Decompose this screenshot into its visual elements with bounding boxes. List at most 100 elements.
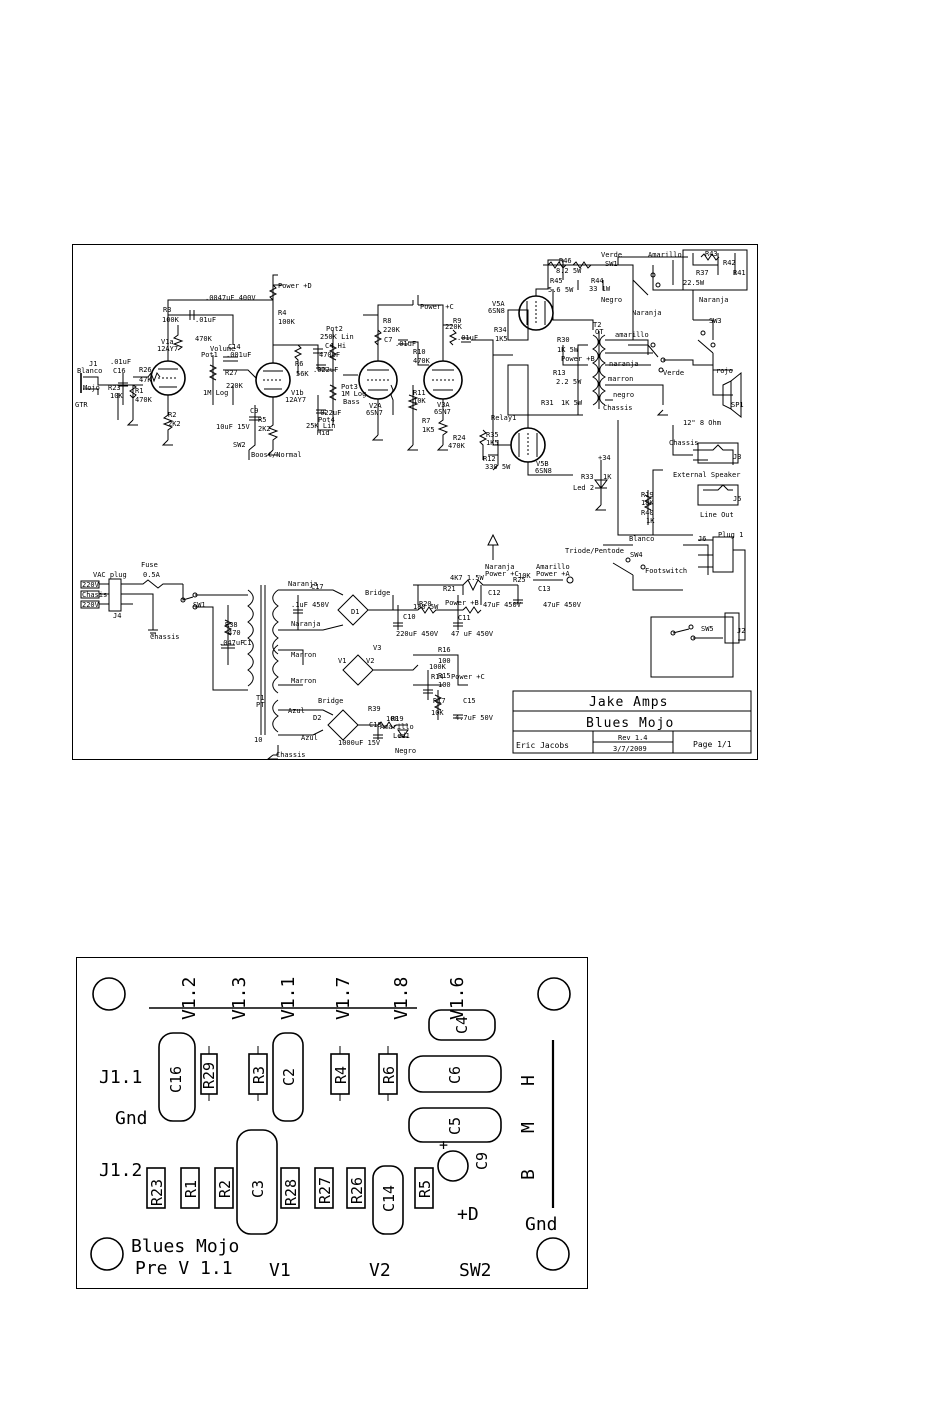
pcb-label-blues-mojo: Blues Mojo — [131, 1236, 239, 1257]
label-triode: Triode/Pentode — [565, 547, 624, 555]
label-amarillo3: Amarillo — [380, 723, 414, 731]
label-r38v: 470 — [228, 629, 241, 637]
pcb-c2-outline — [272, 1032, 304, 1122]
pcb-label-v1-7: V1.7 — [333, 977, 354, 1020]
label-pot1: Pot1 — [201, 351, 218, 359]
pcb-r28: R28 — [282, 1179, 300, 1206]
mounting-hole-bl — [90, 1237, 124, 1271]
pcb-drawing: V1.2 V1.3 V1.1 V1.7 V1.8 V1.6 C16 R29 R3… — [90, 977, 571, 1281]
pcb-c9-outline — [437, 1150, 469, 1182]
label-naranja-pc: Naranja — [485, 563, 515, 571]
label-r31: R31 — [541, 399, 554, 407]
label-r220: 220V — [82, 581, 100, 589]
v1b-label: V1b — [291, 389, 304, 397]
relay-label: Relay1 — [491, 414, 516, 422]
label-mid: Mid — [317, 429, 330, 437]
pcb-r27-outline — [314, 1167, 334, 1209]
speaker-label: SP1 — [731, 401, 744, 409]
label-marron2: marron — [608, 375, 633, 383]
pcb-label-pre-version: Pre V 1.1 — [135, 1258, 233, 1279]
title-name: Blues Mojo — [586, 716, 674, 731]
title-page: Page 1/1 — [693, 740, 732, 749]
label-r14v: 100K — [429, 663, 447, 671]
pcb-c14: C14 — [380, 1185, 398, 1212]
label-c2: .01uF — [195, 316, 216, 324]
v5a-type: 6SN8 — [488, 307, 505, 315]
label-r28v: 470K — [195, 335, 213, 343]
pcb-r1: R1 — [182, 1180, 200, 1198]
pcb-r29: R29 — [200, 1062, 218, 1089]
label-r11: R11 — [413, 389, 426, 397]
label-r20v: 180 5W — [413, 603, 439, 611]
pcb-label-v2: V2 — [369, 1260, 391, 1281]
label-pot4: Pot4 — [318, 416, 335, 424]
label-c-top: .0047uF 400V — [205, 294, 256, 302]
label-r19: R19 — [641, 491, 654, 499]
label-c9: C9 — [250, 407, 258, 415]
label-r2v: 2K2 — [168, 420, 181, 428]
label-c10v: 220uF 450V — [396, 630, 439, 638]
label-r35v: 1K5 — [486, 439, 499, 447]
label-j5: J5 — [733, 495, 741, 503]
label-sw1: SW1 — [193, 601, 206, 609]
label-j4: J4 — [113, 612, 121, 620]
label-r21: R21 — [443, 585, 456, 593]
label-naranja-sw: Naranja — [632, 309, 662, 317]
label-r9v: 220K — [445, 323, 463, 331]
label-r13: R13 — [553, 369, 566, 377]
label-c6: .022uF — [316, 409, 341, 417]
label-power-a: Power +A — [536, 570, 571, 578]
label-c7v: .01uF — [395, 340, 416, 348]
label-r4v: 100K — [278, 318, 296, 326]
pcb-r27: R27 — [316, 1177, 334, 1204]
label-r17v: 10K — [431, 709, 444, 717]
label-r23: R23 — [108, 384, 121, 392]
label-r23v: 10K — [110, 392, 123, 400]
label-r33: R33 — [581, 473, 594, 481]
label-pot2v: 250K Lin — [320, 333, 354, 341]
label-r45v: 5.6 5W — [548, 286, 574, 294]
label-j6: J6 — [698, 535, 706, 543]
label-r40v: 1K — [646, 517, 655, 525]
pcb-r26-outline — [346, 1167, 366, 1209]
label-c15v: 4.7uF 50V — [455, 714, 494, 722]
label-j3: J3 — [733, 453, 741, 461]
pcb-r2-outline — [214, 1167, 234, 1209]
label-r5v: 2K2 — [258, 425, 271, 433]
label-chassis2: Chassis — [150, 633, 180, 641]
label-plus34: +34 — [598, 454, 611, 462]
label-c16: .01uF — [110, 358, 131, 366]
pcb-r28-outline — [280, 1167, 300, 1209]
v1b-type: 12AY7 — [285, 396, 306, 404]
label-r33v: 1K — [603, 473, 612, 481]
pcb-layout: V1.2 V1.3 V1.1 V1.7 V1.8 V1.6 C16 R29 R3… — [76, 957, 588, 1289]
pcb-r2: R2 — [216, 1180, 234, 1198]
v5b-label: V5B — [536, 460, 549, 468]
label-negro: Negro — [601, 296, 622, 304]
label-r8v: 220K — [383, 326, 401, 334]
label-r39: R39 — [368, 705, 381, 713]
v3a-label: V3A — [437, 401, 450, 409]
label-r13v: 2.2 5W — [556, 378, 582, 386]
label-amarillo2: amarillo — [615, 331, 649, 339]
output-section: Relay1 T2 OT — [491, 249, 748, 678]
pcb-label-v1: V1 — [269, 1260, 291, 1281]
label-c1: C1 — [243, 639, 251, 647]
pcb-c4-outline — [428, 1009, 496, 1041]
pcb-c6: C6 — [446, 1066, 464, 1084]
pcb-c3: C3 — [249, 1180, 267, 1198]
label-c10: C10 — [403, 613, 416, 621]
label-r-t1: 10 — [254, 736, 262, 744]
label-blanco: Blanco — [77, 367, 102, 375]
label-v3-heater: V3 — [373, 644, 381, 652]
label-chassis: Chassis — [603, 404, 633, 412]
title-rev: Rev 1.4 — [618, 734, 648, 742]
label-c17: C17 — [311, 583, 324, 591]
pcb-c2: C2 — [280, 1068, 298, 1086]
label-boost: Boost/Normal — [251, 451, 302, 459]
label-fuse: Fuse — [141, 561, 158, 569]
pcb-label-gnd-left: Gnd — [115, 1108, 148, 1129]
speaker-rojo: rojo — [716, 367, 733, 375]
label-r7v: 1K5 — [422, 426, 435, 434]
label-r34v: 1K5 — [495, 335, 508, 343]
